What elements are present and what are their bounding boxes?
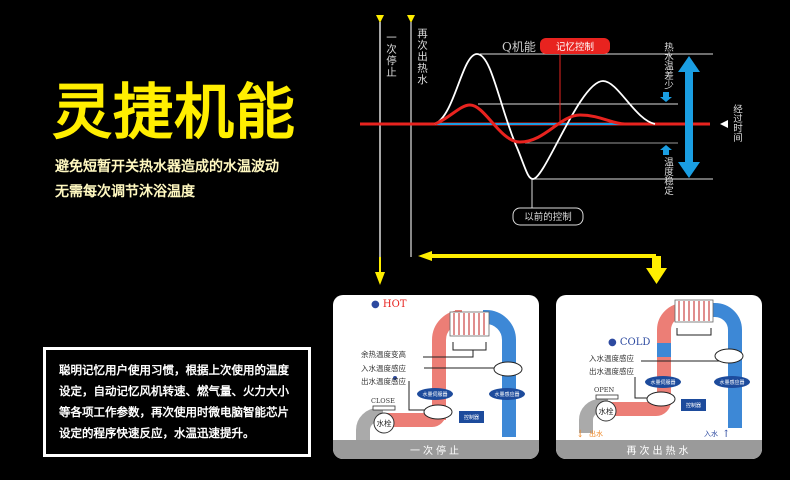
panel-restart-servo: 水量伺服器 xyxy=(650,379,675,386)
panel-stop-label: 出水温度感应 xyxy=(361,376,406,386)
marker-stop-label: 一次停止 xyxy=(385,32,397,78)
range-double-arrow-icon xyxy=(678,56,700,178)
panel-stop-label: 入水温度感应 xyxy=(361,363,406,373)
panel-restart-valve: 水栓 xyxy=(599,406,614,416)
q-label: Q机能 xyxy=(502,40,536,54)
reference-lines xyxy=(478,53,713,209)
panel-restart-controller: 控制器 xyxy=(686,402,701,409)
memory-control-curve xyxy=(434,103,626,144)
marker-restart-label: 再次出热水 xyxy=(416,28,428,86)
previous-control-curve xyxy=(434,53,656,180)
panel-stop-servo: 水量伺服器 xyxy=(422,391,447,398)
panel-stop-footer: 一次停止 xyxy=(410,444,462,457)
panel-stop-valve-state: CLOSE xyxy=(371,397,395,405)
subtitle-line-2: 无需每次调节沐浴温度 xyxy=(55,184,195,200)
time-label: 经过时间 xyxy=(731,104,742,142)
panel-restart-state: ● COLD xyxy=(608,337,650,348)
description-line: 设定，自动记忆风机转速、燃气量、火力大小 xyxy=(59,384,289,398)
panel-restart-valve-state: OPEN xyxy=(594,386,614,394)
description-line: 等各项工作参数，再次使用时微电脑智能芯片 xyxy=(59,405,289,419)
panel-restart-sensor: 水量感应器 xyxy=(719,379,744,386)
panel-stop: ● HOT 余热温度变高 入水温度感应 出水温度感应 水量伺服器 水量感应器 控… xyxy=(333,295,539,459)
panel-stop-valve: 水栓 xyxy=(377,418,392,428)
memory-badge xyxy=(540,38,610,54)
panel-stop-controller: 控制器 xyxy=(464,414,479,421)
previous-label: 以前的控制 xyxy=(524,211,572,223)
panel-restart: ● COLD 入水温度感应 出水温度感应 水量伺服器 水量感应器 控制器 OPE… xyxy=(556,295,762,459)
description-line: 聪明记忆用户使用习惯，根据上次使用的温度 xyxy=(59,363,289,377)
diff-label: 热水温差少 xyxy=(662,42,673,90)
panel-restart-label: 出水温度感应 xyxy=(589,366,634,376)
inflow-arrow-icon: ↑ xyxy=(722,429,730,440)
panel-restart-label: 入水温度感应 xyxy=(589,353,634,363)
left-arrow-icon xyxy=(418,251,432,261)
memory-badge-label: 记忆控制 xyxy=(556,41,594,53)
inflow-label: 入水 xyxy=(704,429,718,438)
subtitle-line-1: 避免短暂开关热水器造成的水温波动 xyxy=(55,159,279,175)
down-arrow-icon xyxy=(375,272,385,285)
panel-restart-footer: 再次出热水 xyxy=(627,444,692,457)
down-big-arrow-icon xyxy=(646,268,667,284)
down-small-arrow-icon xyxy=(660,92,672,102)
up-small-arrow-icon xyxy=(660,145,672,155)
temperature-graph: Q机能 记忆控制 以前的控制 xyxy=(360,15,728,285)
outflow-arrow-icon: ↓ xyxy=(576,429,584,440)
marker-stop-triangle xyxy=(376,15,384,23)
headline: 灵捷机能 xyxy=(52,78,296,148)
stable-label: 温度稳定 xyxy=(662,157,673,195)
time-pointer-icon xyxy=(720,120,728,128)
previous-label-box xyxy=(512,207,584,226)
marker-restart-triangle xyxy=(407,15,415,23)
description-box: 聪明记忆用户使用习惯，根据上次使用的温度 设定，自动记忆风机转速、燃气量、火力大… xyxy=(43,347,311,457)
panel-stop-state: ● HOT xyxy=(371,299,407,310)
panel-stop-label: 余热温度变高 xyxy=(361,349,406,359)
panel-stop-sensor: 水量感应器 xyxy=(494,391,519,398)
outflow-label: 出水 xyxy=(589,429,603,438)
description-line: 设定的程序快速反应，水温迅速提升。 xyxy=(59,426,255,440)
